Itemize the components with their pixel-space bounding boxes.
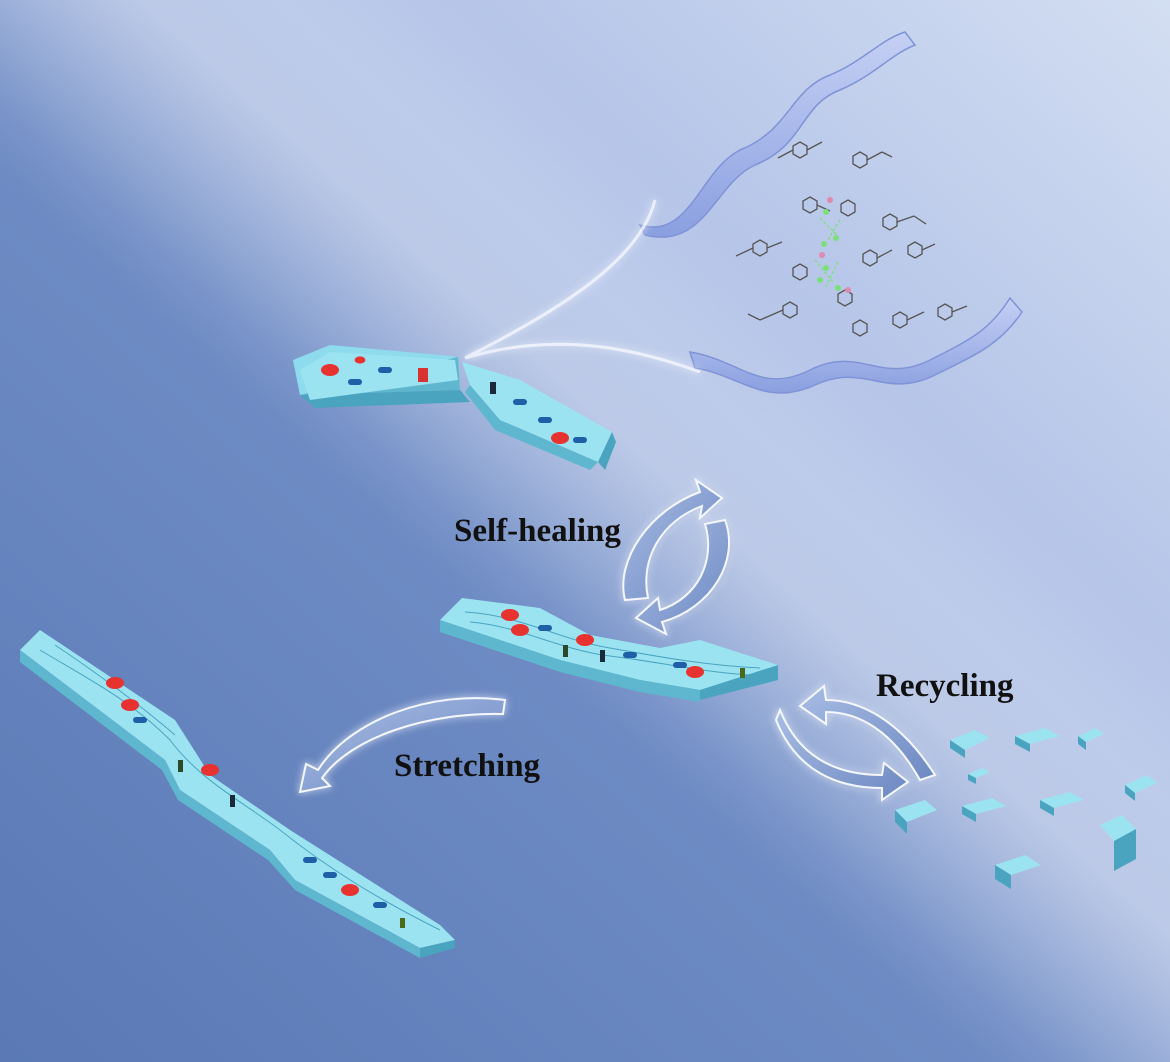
molecular-structure: [735, 141, 968, 337]
arrow-down-left-icon: [298, 697, 507, 794]
recycling-arrows: [774, 684, 937, 802]
specimen-intact: [440, 598, 778, 702]
self-healing-arrows: [622, 477, 730, 637]
arrow-up-icon: [622, 477, 724, 602]
specimen-stretched: [20, 630, 455, 958]
arrow-left-icon: [798, 684, 937, 782]
zoom-connector-lines: [464, 199, 701, 374]
label-self-healing: Self-healing: [454, 513, 621, 549]
stretching-arrow: [298, 697, 507, 794]
polymer-chain-ribbon-bottom: [688, 296, 1023, 394]
recycled-fragments: [895, 728, 1157, 889]
arrow-right-icon: [774, 707, 910, 802]
label-stretching: Stretching: [394, 748, 541, 784]
specimen-healing: [293, 345, 616, 470]
arrow-down-icon: [634, 518, 730, 637]
label-recycling: Recycling: [876, 668, 1014, 704]
polymer-chain-ribbon-top: [638, 31, 917, 238]
